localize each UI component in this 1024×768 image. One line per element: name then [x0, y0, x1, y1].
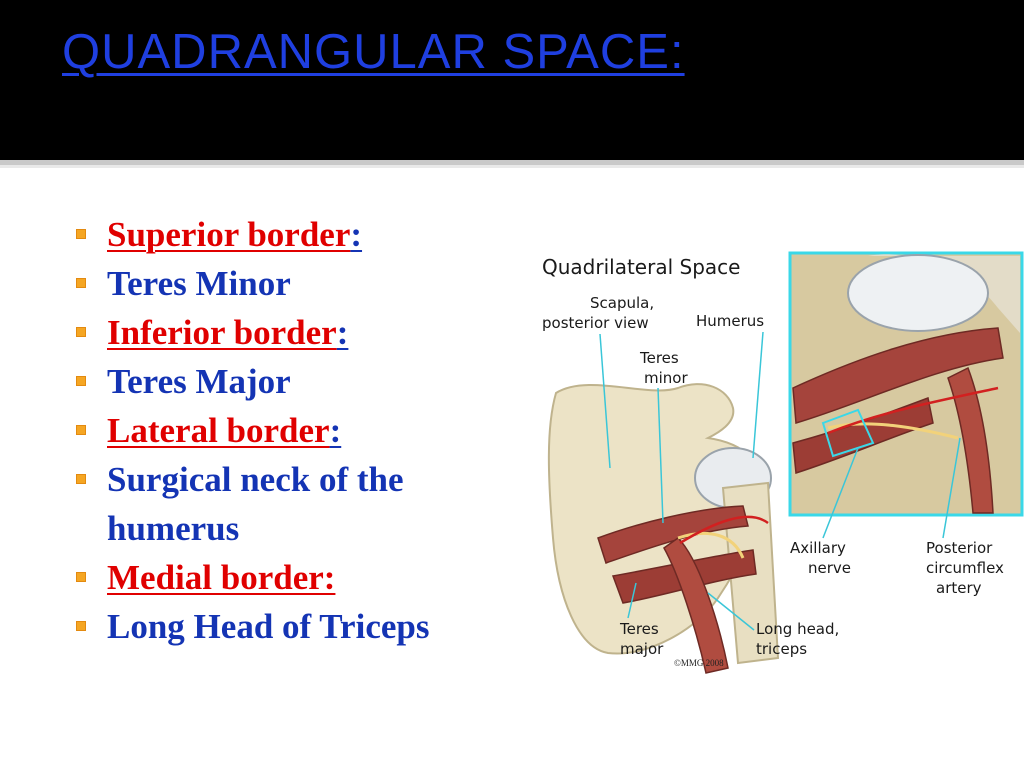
leader-line-axillary	[822, 447, 859, 539]
label-axillary-2: nerve	[808, 559, 851, 577]
heading-colon: :	[336, 313, 349, 352]
border-heading: Lateral border	[107, 411, 330, 450]
inset-artery-line	[827, 386, 999, 435]
bullet-item: Inferior border:	[74, 308, 514, 357]
leader-line-teres-minor	[657, 387, 664, 524]
bullet-item: Teres Minor	[74, 259, 514, 308]
bullet-text: Surgical neck of the humerus	[107, 460, 404, 548]
heading-colon: :	[329, 411, 342, 450]
square-bullet-icon	[76, 621, 86, 631]
slide-title: QUADRANGULAR SPACE:	[62, 25, 685, 79]
axillary-nerve-line	[677, 531, 745, 559]
label-teres-minor-2: minor	[644, 369, 688, 387]
leader-line-teres-major	[627, 582, 637, 619]
label-teres-minor-1: Teres	[639, 349, 679, 367]
circumflex-artery-line	[679, 515, 769, 545]
label-teres-major-1: Teres	[619, 620, 659, 638]
square-bullet-icon	[76, 425, 86, 435]
divider-line	[0, 160, 1024, 165]
anatomy-illustration: Quadrilateral Space Scapula, posterior v…	[542, 251, 1024, 674]
square-bullet-icon	[76, 376, 86, 386]
bullet-text: Teres Major	[107, 362, 291, 401]
bullet-item: Medial border:	[74, 553, 514, 602]
label-long-head-1: Long head,	[756, 620, 839, 638]
border-heading: Inferior border	[107, 313, 337, 352]
bullet-item: Teres Major	[74, 357, 514, 406]
border-heading: Superior border	[107, 215, 351, 254]
divider-line-light	[0, 165, 1024, 168]
header-bar: QUADRANGULAR SPACE:	[0, 0, 1024, 160]
bullet-item: Superior border:	[74, 210, 514, 259]
square-bullet-icon	[76, 474, 86, 484]
bullet-item: Long Head of Triceps	[74, 602, 514, 651]
anatomy-figure: Quadrilateral Space Scapula, posterior v…	[528, 238, 1024, 678]
label-scapula: Scapula,	[590, 294, 654, 312]
figure-title: Quadrilateral Space	[542, 255, 740, 279]
bullet-text: Long Head of Triceps	[107, 607, 430, 646]
bullet-item: Surgical neck of the humerus	[74, 455, 514, 553]
leader-line-pca	[942, 437, 961, 539]
label-scapula-view: posterior view	[542, 314, 649, 332]
inset-nerve-line	[827, 422, 959, 440]
leader-line-humerus	[752, 331, 764, 459]
label-pca-2: circumflex	[926, 559, 1004, 577]
bullet-item: Lateral border:	[74, 406, 514, 455]
square-bullet-icon	[76, 229, 86, 239]
teres-minor-muscle	[597, 505, 749, 564]
border-heading: Medial border:	[107, 558, 336, 597]
label-pca-1: Posterior	[926, 539, 993, 557]
label-humerus: Humerus	[696, 312, 764, 330]
label-pca-3: artery	[936, 579, 982, 597]
square-bullet-icon	[76, 327, 86, 337]
inset-triceps	[947, 366, 994, 514]
leader-line-scapula	[599, 333, 611, 469]
bullet-text: Teres Minor	[107, 264, 291, 303]
label-axillary-1: Axillary	[790, 539, 846, 557]
bullet-list: Superior border: Teres Minor Inferior bo…	[74, 210, 514, 651]
inset-teres-minor	[792, 327, 1004, 424]
label-teres-major-2: major	[620, 640, 664, 658]
leader-lines	[599, 331, 961, 631]
heading-colon: :	[350, 215, 363, 254]
inset-humeral-head	[847, 254, 989, 332]
inset-space-outline	[821, 408, 875, 458]
triceps-long-head-muscle	[663, 537, 729, 674]
square-bullet-icon	[76, 572, 86, 582]
inset-bone-shape	[868, 254, 1020, 333]
square-bullet-icon	[76, 278, 86, 288]
leader-line-long-head	[707, 592, 755, 631]
label-long-head-2: triceps	[756, 640, 807, 658]
copyright-text: ©MMG 2008	[674, 658, 724, 668]
